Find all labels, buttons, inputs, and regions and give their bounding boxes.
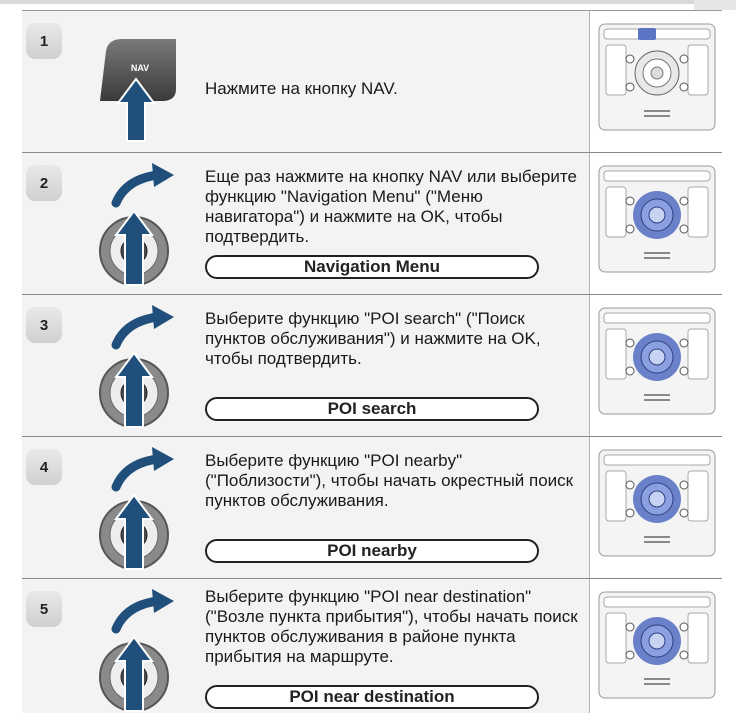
menu-item-pill: POI near destination [205,685,539,709]
press-arrow-icon [114,493,154,570]
instruction-table: 1 NAV Нажмите на кнопку NAV. [22,10,722,713]
rotate-arrow-icon [111,170,163,208]
step-row-4: 4 Выберите функцию "POI nearby" ("Поблиз… [22,436,722,578]
dial-rotate-press-illustration [96,161,196,291]
step-number-badge: 1 [26,23,62,59]
console-panel-dial-highlight [598,165,716,273]
menu-item-pill: POI nearby [205,539,539,563]
rotate-arrow-icon [111,312,163,350]
step-instruction-cell: 2 Еще раз нажмите на кнопку NAV или выбе… [22,153,590,294]
press-arrow-icon [114,635,154,712]
step-row-1: 1 NAV Нажмите на кнопку NAV. [22,10,722,152]
nav-key-shape [100,39,176,101]
step-number-badge: 3 [26,307,62,343]
step-number-badge: 4 [26,449,62,485]
menu-item-pill: POI search [205,397,539,421]
console-panel-dial-highlight [598,449,716,557]
step-row-3: 3 Выберите функцию "POI search" ("Поиск … [22,294,722,436]
step-instruction-cell: 4 Выберите функцию "POI nearby" ("Поблиз… [22,437,590,578]
console-panel-dial-highlight [598,307,716,415]
step-text: Выберите функцию "POI search" ("Поиск пу… [205,309,541,368]
top-rule-tab [694,0,736,10]
console-panel-cell [592,295,722,436]
console-panel-nav-highlight [598,23,716,131]
press-arrow-icon [114,351,154,428]
console-panel-cell [592,579,722,713]
rotate-arrow-icon [111,454,163,492]
top-rule [0,0,736,4]
dial-rotate-press-illustration [96,445,196,575]
press-arrow-icon [114,209,154,286]
step-row-5: 5 Выберите функцию "POI near destination… [22,578,722,713]
step-text: Выберите функцию "POI nearby" ("Поблизос… [205,451,574,510]
step-instruction-cell: 1 NAV Нажмите на кнопку NAV. [22,11,590,152]
step-number-badge: 5 [26,591,62,627]
step-instruction-cell: 5 Выберите функцию "POI near destination… [22,579,590,713]
step-instruction-cell: 3 Выберите функцию "POI search" ("Поиск … [22,295,590,436]
step-text: Нажмите на кнопку NAV. [205,79,398,98]
step-text: Еще раз нажмите на кнопку NAV или выбери… [205,167,577,246]
console-panel-cell [592,11,722,152]
dial-rotate-press-illustration [96,303,196,433]
rotate-arrow-icon [111,596,163,634]
step-number-badge: 2 [26,165,62,201]
nav-key-label: NAV [131,63,149,73]
console-panel-dial-highlight [598,591,716,699]
console-panel-cell [592,437,722,578]
nav-button-press-illustration: NAV [96,19,196,149]
press-arrow-icon [116,77,156,142]
step-text: Выберите функцию "POI near destination" … [205,587,578,666]
console-panel-cell [592,153,722,294]
step-row-2: 2 Еще раз нажмите на кнопку NAV или выбе… [22,152,722,294]
menu-item-pill: Navigation Menu [205,255,539,279]
dial-rotate-press-illustration [96,587,196,717]
